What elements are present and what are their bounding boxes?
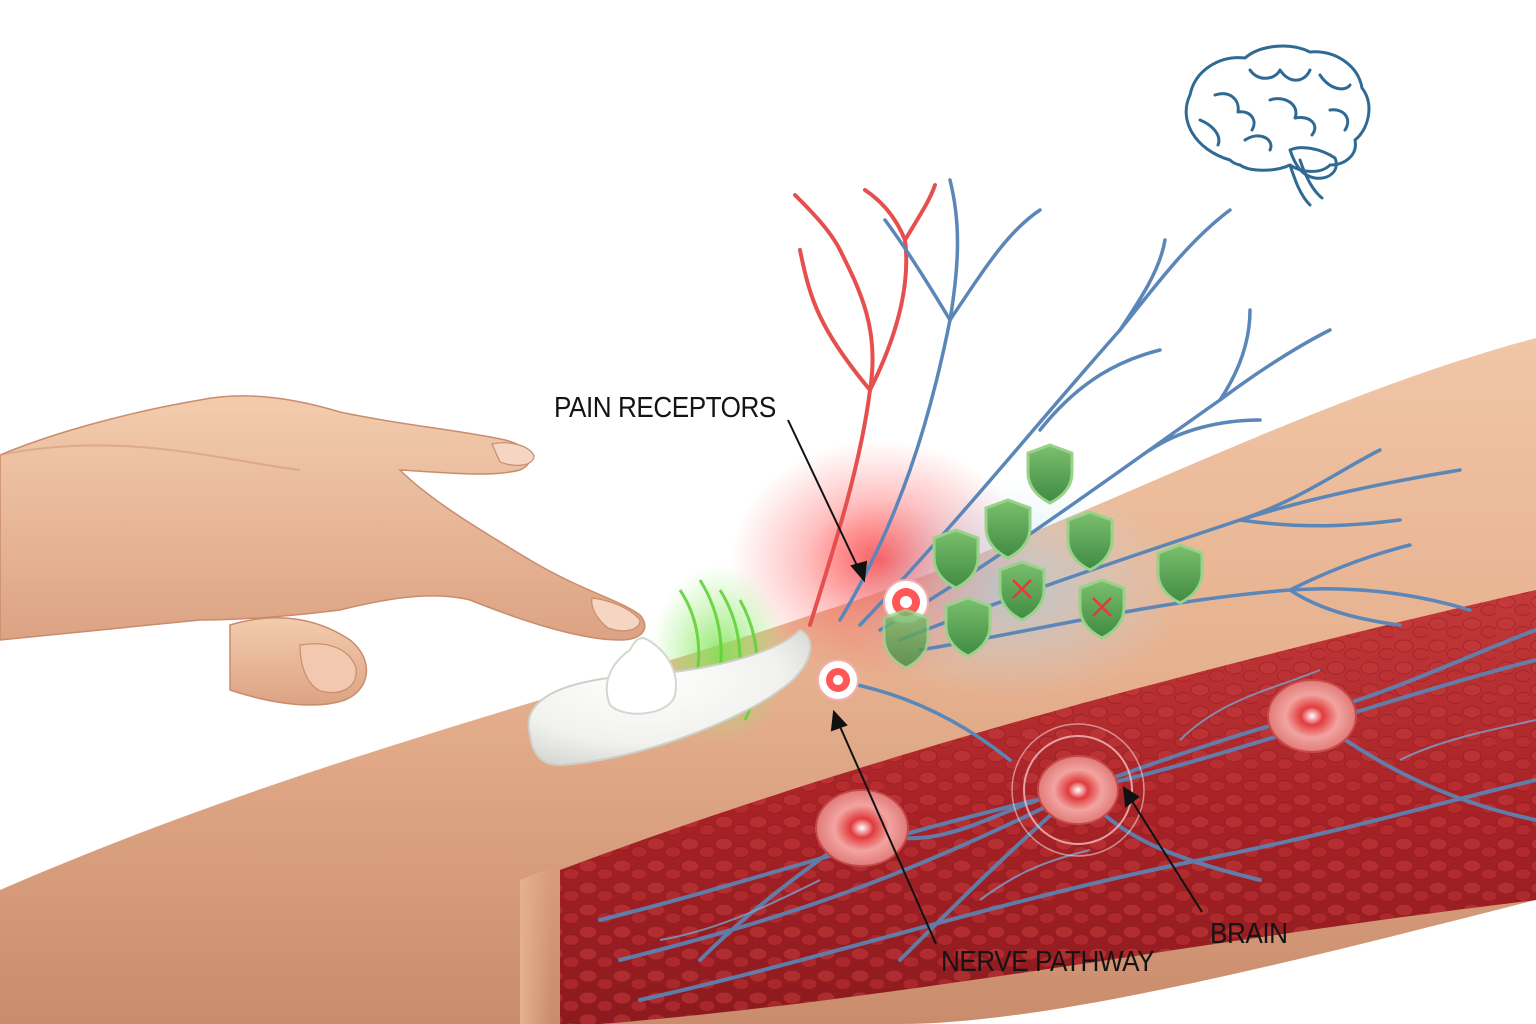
shield-icon xyxy=(1026,443,1074,505)
shield-icon xyxy=(984,498,1032,560)
brain-label: BRAIN xyxy=(1210,918,1288,950)
muscle-tissue xyxy=(520,590,1536,1024)
nerve-cell-nodes xyxy=(815,679,1357,867)
nerve-pathway-label: NERVE PATHWAY xyxy=(941,946,1155,978)
brain-icon xyxy=(1184,44,1371,207)
shield-icon xyxy=(1078,578,1126,640)
shield-icon xyxy=(1066,510,1114,572)
shield-icon xyxy=(998,560,1046,622)
pain-signal-icon xyxy=(817,579,929,701)
leader-arrows xyxy=(787,419,1203,945)
pain-receptors-label: PAIN RECEPTORS xyxy=(554,392,776,424)
shield-icon xyxy=(1156,543,1204,605)
shield-icons xyxy=(882,443,1204,670)
hand xyxy=(0,395,646,706)
shield-icon xyxy=(882,608,930,670)
shield-icon xyxy=(932,528,980,590)
cream-icon xyxy=(527,628,812,767)
shield-icon xyxy=(944,596,992,658)
